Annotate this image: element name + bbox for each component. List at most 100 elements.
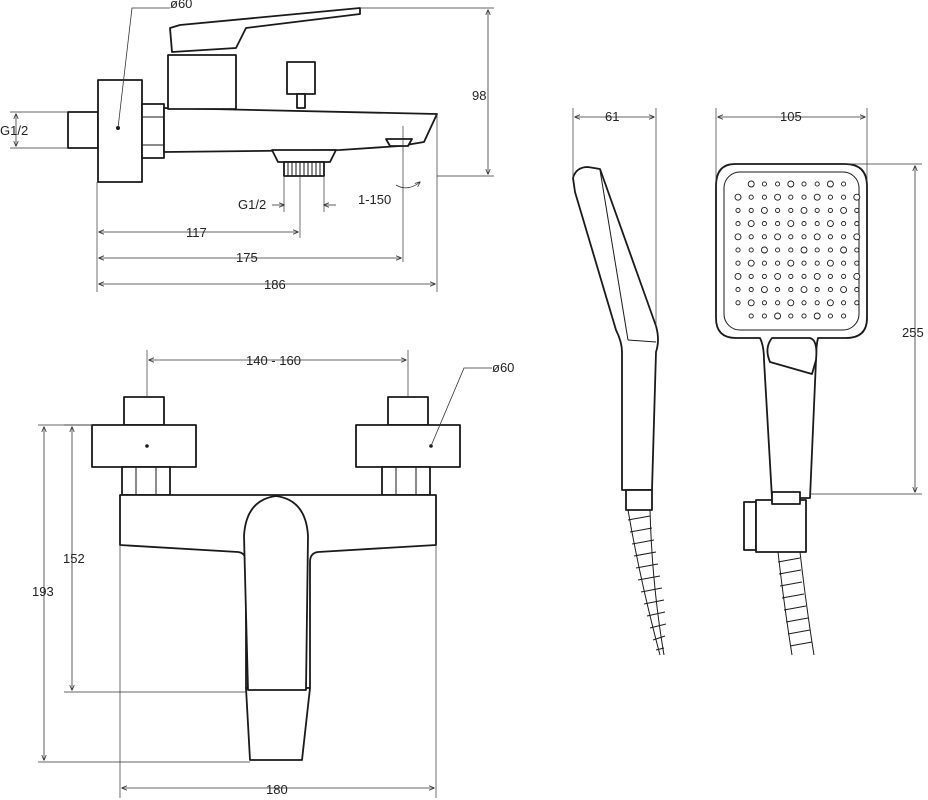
outlet-collar [271, 149, 337, 163]
wall-holder-clamp [755, 499, 807, 553]
spray-nozzle [748, 194, 754, 200]
spray-nozzle [801, 313, 807, 319]
spray-nozzle [854, 247, 860, 253]
depth-61-label: 61 [605, 109, 619, 124]
spray-nozzle [774, 233, 782, 241]
spray-nozzle [813, 272, 821, 280]
spray-nozzle [841, 221, 847, 227]
spray-nozzle [841, 181, 847, 187]
spray-nozzle [814, 260, 820, 266]
spray-nozzle [814, 221, 820, 227]
spray-nozzle [841, 313, 847, 319]
spray-nozzle [774, 272, 782, 280]
offset-117-label: 117 [186, 225, 207, 240]
offset-175-label: 175 [236, 250, 258, 265]
spray-nozzle [854, 221, 860, 227]
spray-nozzle [735, 300, 741, 306]
spray-nozzle [826, 220, 834, 228]
spray-nozzle [761, 221, 767, 227]
spray-nozzle [735, 260, 741, 266]
inlet-pipe-stub [67, 111, 99, 149]
right-inlet-stub [387, 396, 429, 426]
spray-nozzle [788, 313, 794, 319]
spray-nozzle [788, 194, 794, 200]
spray-nozzle [748, 247, 754, 253]
spray-nozzle [827, 207, 833, 213]
spray-nozzle [841, 234, 847, 240]
diverter-stem [296, 93, 306, 109]
right-flange [355, 424, 461, 468]
spray-nozzle [775, 221, 781, 227]
spray-nozzle [747, 220, 755, 228]
spout-aerator [385, 138, 413, 147]
spray-nozzle [813, 233, 821, 241]
spray-nozzle [788, 207, 794, 213]
spray-nozzle [801, 181, 807, 187]
spray-nozzle [801, 260, 807, 266]
spray-nozzle [775, 207, 781, 213]
height-152-label: 152 [63, 551, 85, 566]
spray-nozzle [841, 273, 847, 279]
spray-nozzle [775, 287, 781, 293]
length-255-label: 255 [902, 325, 924, 340]
spray-nozzle [841, 300, 847, 306]
spray-nozzle [840, 206, 848, 214]
front-spout [245, 687, 311, 761]
mixer-lever [169, 7, 361, 53]
left-hex-nut [121, 466, 171, 496]
spray-nozzle [748, 287, 754, 293]
spray-nozzle [760, 286, 768, 294]
spray-nozzle [747, 299, 755, 307]
spray-nozzle [775, 181, 781, 187]
spray-nozzle [761, 313, 767, 319]
spray-nozzle [787, 299, 795, 307]
spray-nozzle [788, 273, 794, 279]
spray-nozzle [761, 300, 767, 306]
spray-nozzle [827, 247, 833, 253]
spray-nozzle [801, 300, 807, 306]
spray-nozzle [760, 206, 768, 214]
hose-connector-side [625, 489, 653, 511]
spray-nozzle [748, 207, 754, 213]
left-inlet-stub [123, 396, 165, 426]
front-diameter-leader [430, 367, 492, 447]
spray-nozzle [827, 273, 833, 279]
outlet-thread-label: G1/2 [238, 197, 266, 212]
spray-nozzle [827, 234, 833, 240]
spray-nozzle [827, 287, 833, 293]
spray-nozzle [787, 180, 795, 188]
spray-nozzle [854, 260, 860, 266]
width-105-label: 105 [780, 109, 802, 124]
spray-nozzle [748, 273, 754, 279]
spray-nozzle [800, 286, 808, 294]
spray-nozzle [813, 312, 821, 320]
wall-holder-base [743, 501, 757, 551]
spray-nozzle [854, 287, 860, 293]
spray-nozzle [841, 194, 847, 200]
spray-nozzle [826, 259, 834, 267]
spray-nozzle [801, 234, 807, 240]
spray-nozzle [788, 247, 794, 253]
spray-nozzle [827, 313, 833, 319]
spray-nozzle [840, 246, 848, 254]
hex-nut [141, 103, 165, 159]
wall-flange [97, 79, 143, 183]
spray-nozzle [814, 300, 820, 306]
spray-nozzle [775, 247, 781, 253]
diameter-leader [117, 7, 170, 129]
hand-shower-side-view: 61 [572, 108, 667, 656]
spray-nozzle [813, 193, 821, 201]
spray-nozzle [841, 260, 847, 266]
spray-nozzle [748, 234, 754, 240]
spray-nozzle [788, 234, 794, 240]
spray-nozzle [814, 287, 820, 293]
spray-nozzle [801, 194, 807, 200]
hand-shower-front-body [715, 163, 868, 499]
spray-nozzle [735, 287, 741, 293]
hose-side [627, 509, 661, 656]
spray-nozzle [747, 180, 755, 188]
spray-nozzle [827, 194, 833, 200]
spray-nozzle [734, 233, 742, 241]
spray-nozzle [735, 247, 741, 253]
spray-nozzle [853, 272, 861, 280]
